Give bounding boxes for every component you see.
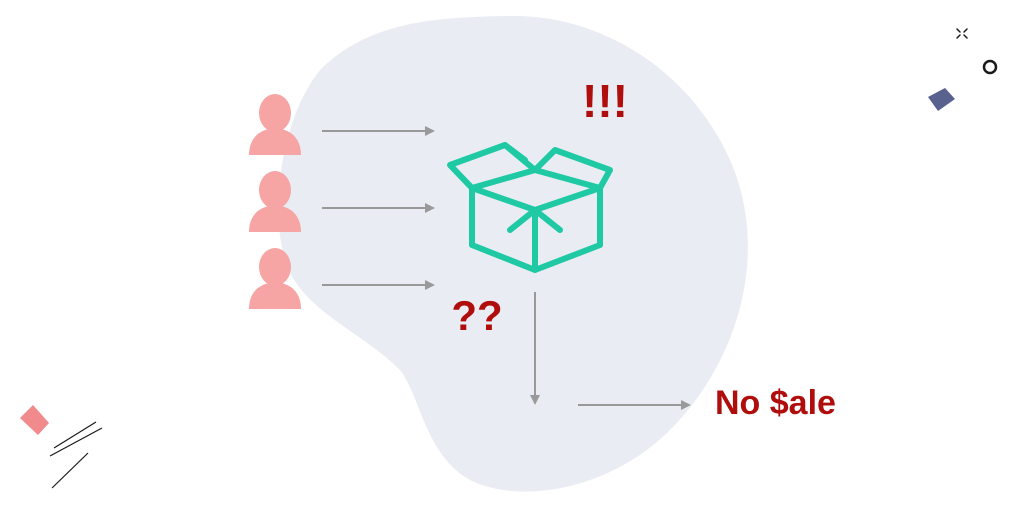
decor-sparkle bbox=[956, 28, 968, 39]
person-icon bbox=[249, 248, 301, 309]
person-icon bbox=[249, 171, 301, 232]
background-blob bbox=[278, 15, 748, 492]
open-box-icon bbox=[447, 142, 613, 273]
decor-ring bbox=[982, 59, 998, 75]
decor-lines bbox=[49, 421, 103, 489]
exclamation-label: !!! bbox=[582, 75, 628, 127]
decor-pink-shape bbox=[20, 405, 49, 435]
person-icon bbox=[249, 94, 301, 155]
outcome-label: No $ale bbox=[715, 384, 836, 422]
decor-navy-shape bbox=[928, 88, 955, 111]
question-label: ?? bbox=[451, 292, 502, 339]
